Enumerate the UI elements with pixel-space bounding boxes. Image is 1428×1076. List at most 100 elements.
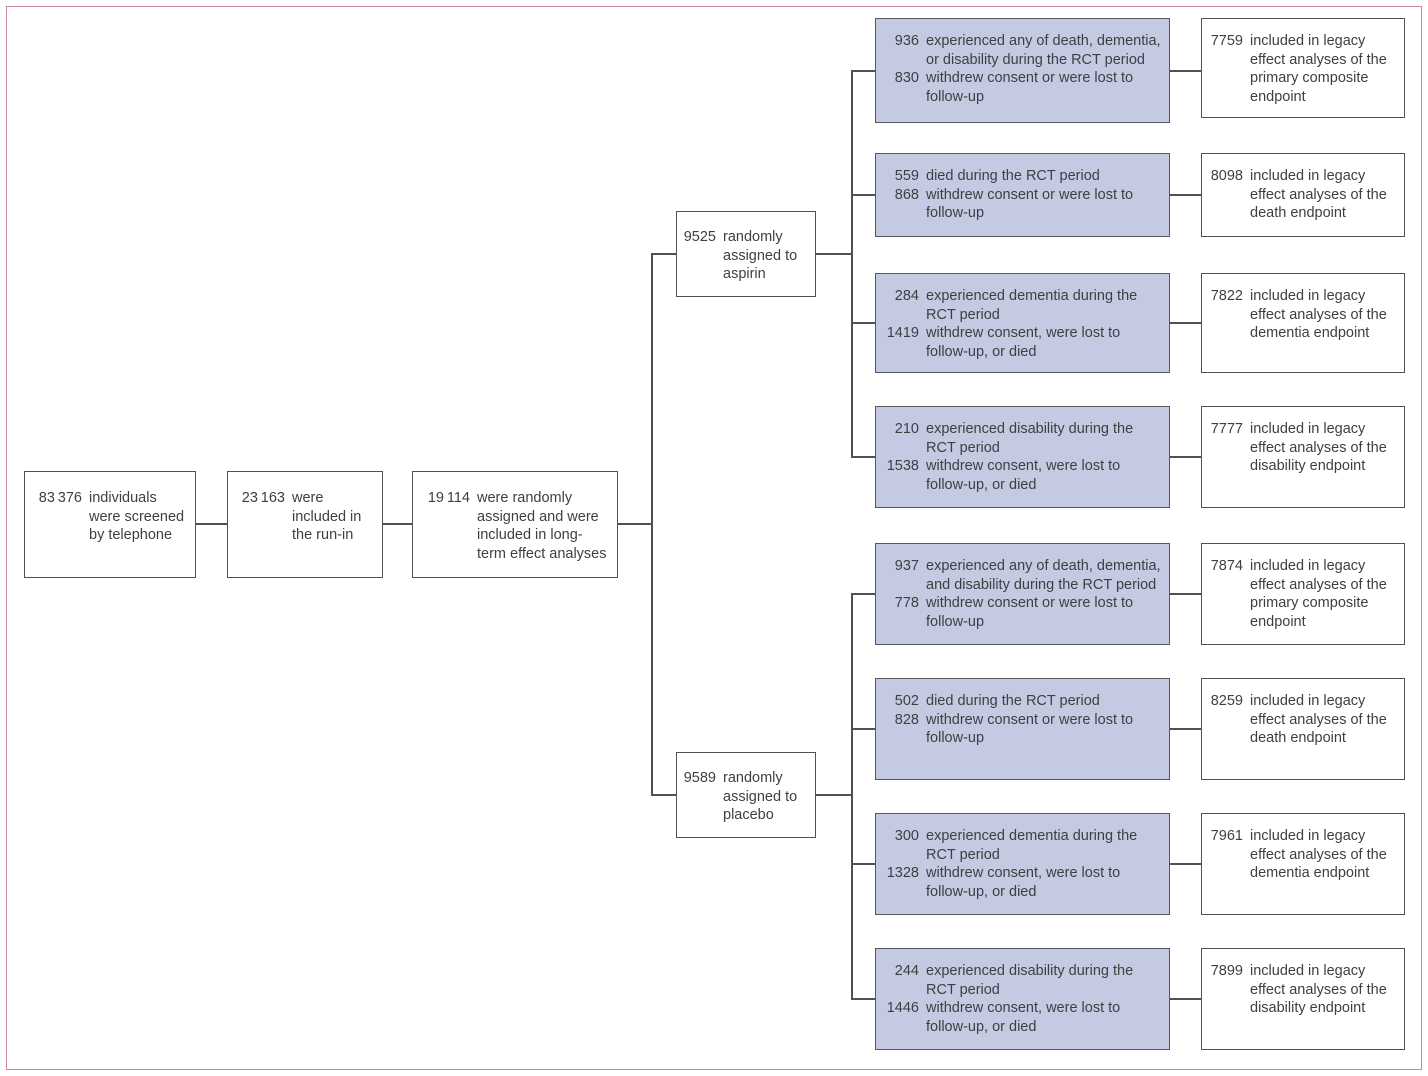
analysis-box-aspirin-death: 8098 included in legacy effect analyses o… [1201,153,1405,237]
count: 7759 [1210,33,1243,49]
box-run-in: 23 163 were included in the run-in [227,471,383,578]
analysis-box-placebo-disability: 7899 included in legacy effect analyses o… [1201,948,1405,1050]
label: experienced disability during the RCT pe… [926,421,1134,456]
count: 244 [894,963,919,979]
connector-line [851,728,875,730]
label: included in legacy effect analyses of th… [1250,421,1387,474]
connector-line [1170,728,1201,730]
label: experienced any of death, dementia, or d… [926,33,1161,68]
box-aspirin-arm: 9525 randomly assigned to aspirin [676,211,816,297]
count: 559 [894,168,919,184]
label: withdrew consent or were lost to follow-… [926,711,1134,747]
count: 936 [894,33,919,49]
connector-line [851,593,875,595]
exclusion-box-aspirin-disability: 210 experienced disability during the RCT… [875,406,1170,508]
label: included in legacy effect analyses of th… [1250,288,1387,341]
connector-line [196,523,227,525]
label-aspirin: randomly assigned to aspirin [723,229,798,282]
connector-line [851,456,875,458]
exclusion-box-placebo-composite: 937 experienced any of death, dementia, a… [875,543,1170,645]
label: included in legacy effect analyses of th… [1250,33,1387,105]
connector-line [1170,322,1201,324]
label: included in legacy effect analyses of th… [1250,828,1387,881]
connector-line [651,253,653,796]
count: 8259 [1210,693,1243,709]
count: 7822 [1210,288,1243,304]
connector-line [1170,456,1201,458]
connector-line [851,194,875,196]
label: experienced dementia during the RCT peri… [926,828,1138,863]
connector-line [851,322,875,324]
count: 1538 [886,458,919,474]
count: 937 [894,558,919,574]
label: included in legacy effect analyses of th… [1250,963,1387,1016]
label: died during the RCT period [926,693,1100,709]
label: withdrew consent or were lost to follow-… [926,595,1134,630]
connector-line [816,253,853,255]
count: 7874 [1210,558,1243,574]
connector-line [1170,70,1201,72]
count: 7961 [1210,828,1243,844]
label-run-in: were included in the run-in [292,490,362,543]
count: 8098 [1210,168,1243,184]
label: included in legacy effect analyses of th… [1250,168,1387,221]
label: withdrew consent, were lost to follow-up… [926,325,1121,360]
label: experienced disability during the RCT pe… [926,963,1134,998]
count: 284 [894,288,919,304]
connector-line [1170,593,1201,595]
box-placebo-arm: 9589 randomly assigned to placebo [676,752,816,838]
count-run-in: 23 163 [241,490,285,506]
connector-line [383,523,412,525]
count: 868 [894,186,919,203]
exclusion-box-aspirin-composite: 936 experienced any of death, dementia, o… [875,18,1170,123]
label: withdrew consent, were lost to follow-up… [926,865,1121,900]
label: experienced any of death, dementia, and … [926,558,1161,593]
count: 210 [894,421,919,437]
label: withdrew consent, were lost to follow-up… [926,458,1121,493]
connector-line [851,998,875,1000]
exclusion-box-aspirin-death: 559 died during the RCT period 868 withdre… [875,153,1170,237]
count: 828 [894,711,919,728]
exclusion-box-placebo-death: 502 died during the RCT period 828 withdre… [875,678,1170,780]
connector-line [651,253,676,255]
label: withdrew consent or were lost to follow-… [926,70,1134,105]
connector-line [618,523,653,525]
label: died during the RCT period [926,168,1100,184]
count-aspirin: 9525 [683,229,716,245]
count-randomized: 19 114 [427,490,470,506]
count: 7899 [1210,963,1243,979]
figure-border [6,6,1422,1070]
count: 830 [894,70,919,86]
count: 1328 [886,865,919,881]
label: included in legacy effect analyses of th… [1250,558,1387,630]
label: withdrew consent or were lost to follow-… [926,186,1134,222]
connector-line [1170,998,1201,1000]
count-screened: 83 376 [38,490,82,506]
connector-line [851,70,875,72]
connector-line [851,70,853,458]
connector-line [1170,863,1201,865]
analysis-box-placebo-composite: 7874 included in legacy effect analyses o… [1201,543,1405,645]
connector-line [651,794,676,796]
label: withdrew consent, were lost to follow-up… [926,1000,1121,1035]
analysis-box-aspirin-dementia: 7822 included in legacy effect analyses o… [1201,273,1405,373]
connector-line [851,593,853,1000]
count: 502 [894,693,919,709]
box-screened: 83 376 individuals were screened by tele… [24,471,196,578]
count-placebo: 9589 [683,770,716,786]
count: 300 [894,828,919,844]
label-placebo: randomly assigned to placebo [723,770,798,823]
exclusion-box-placebo-dementia: 300 experienced dementia during the RCT p… [875,813,1170,915]
count: 7777 [1210,421,1243,437]
label-screened: individuals were screened by telephone [89,490,185,543]
count: 1419 [886,325,919,341]
analysis-box-aspirin-disability: 7777 included in legacy effect analyses o… [1201,406,1405,508]
connector-line [1170,194,1201,196]
count: 778 [894,595,919,611]
connector-line [851,863,875,865]
box-randomized: 19 114 were randomly assigned and were i… [412,471,618,578]
count: 1446 [886,1000,919,1016]
